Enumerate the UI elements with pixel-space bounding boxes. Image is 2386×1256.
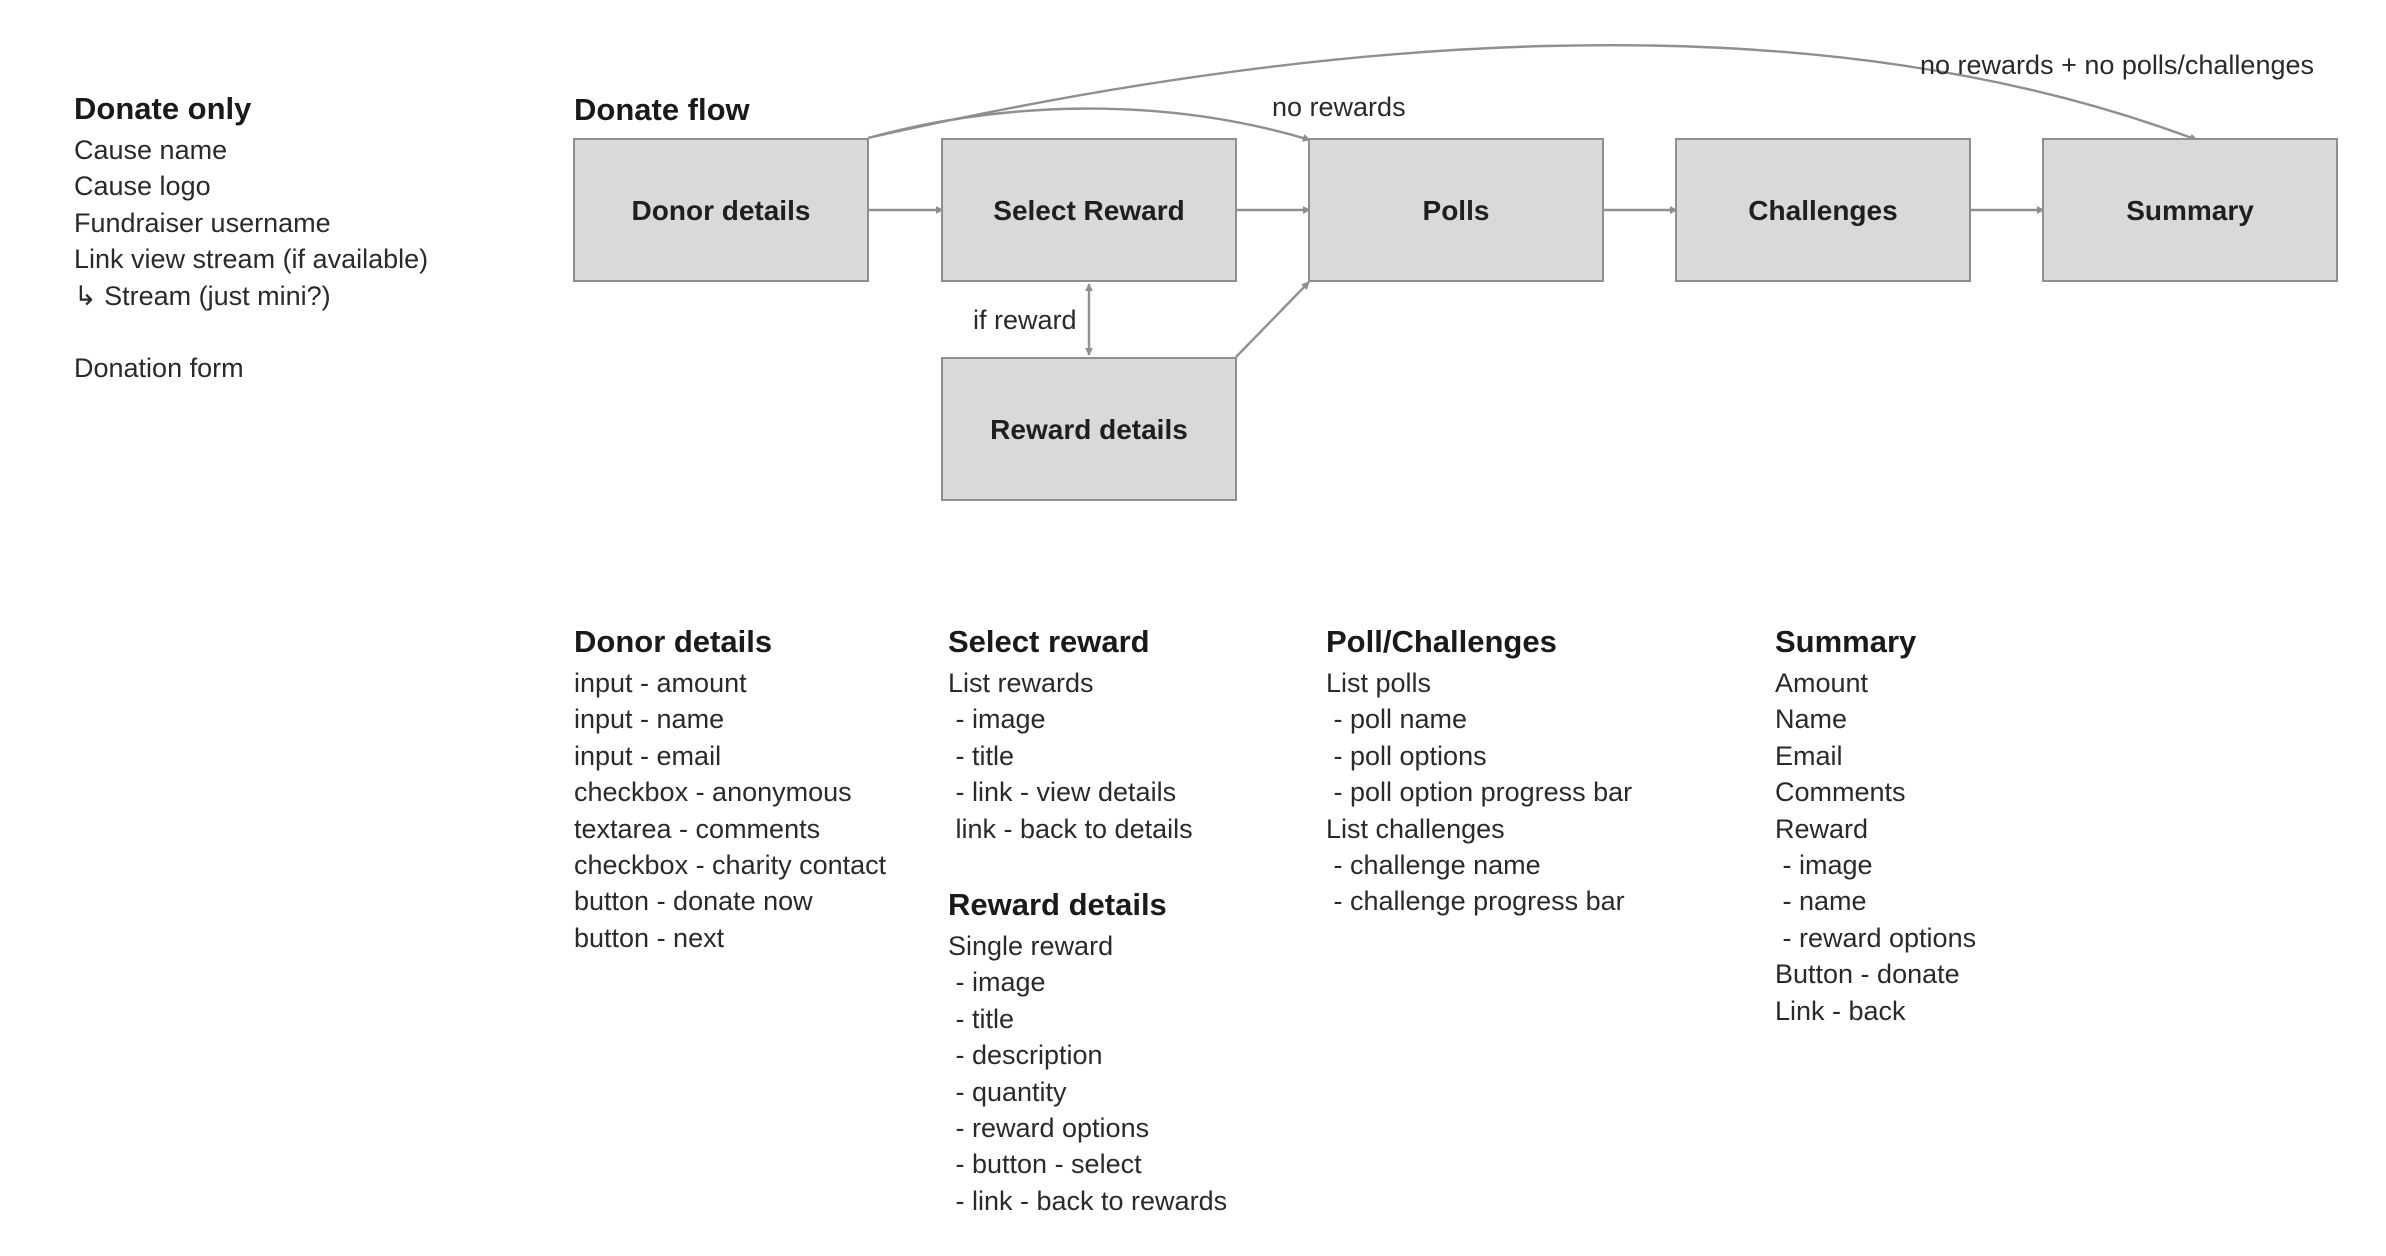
donate-flow-title: Donate flow	[574, 92, 751, 127]
spec-item: - link - view details	[948, 777, 1177, 808]
donate-only-title: Donate only	[74, 91, 252, 126]
spec-item: - reward options	[948, 1113, 1150, 1144]
donate-only-section: Donate only Cause name Cause logo Fundra…	[74, 90, 428, 386]
donate-only-item: Donation form	[74, 353, 244, 384]
spec-item: - description	[948, 1040, 1103, 1071]
spec-item: - name	[1775, 886, 1867, 917]
spec-item: - image	[1775, 850, 1873, 881]
spec-item: textarea - comments	[574, 813, 821, 844]
spec-reward-details: Reward details Single reward - image - t…	[948, 886, 1227, 1219]
spec-item: checkbox - anonymous	[574, 777, 852, 808]
spec-item: Single reward	[948, 931, 1114, 961]
edge-label-if-reward: if reward	[973, 305, 1077, 335]
spec-summary-title: Summary	[1775, 624, 1917, 659]
spec-item: checkbox - charity contact	[574, 850, 887, 881]
edge-label-no-rewards: no rewards	[1272, 92, 1406, 122]
spec-item: Name	[1775, 704, 1848, 735]
node-donor-details-label: Donor details	[632, 195, 811, 226]
spec-item: - title	[948, 1003, 1015, 1034]
spec-item: - poll name	[1326, 704, 1468, 735]
spec-item: Email	[1775, 740, 1843, 771]
spec-item: - image	[948, 704, 1046, 735]
spec-item: Amount	[1775, 668, 1869, 698]
donate-only-item: Link view stream (if available)	[74, 244, 429, 275]
edge-label-no-rewards-no-polls: no rewards + no polls/challenges	[1920, 50, 2314, 80]
spec-item: Link - back	[1775, 995, 1906, 1026]
edge-donor-to-summary-skip	[867, 43, 2198, 142]
donate-only-item: Cause logo	[74, 171, 211, 202]
spec-item: input - name	[574, 704, 725, 735]
spec-donor-details: Donor details input - amount input - nam…	[574, 623, 886, 956]
spec-item: List rewards	[948, 668, 1094, 698]
spec-item: Reward	[1775, 813, 1869, 844]
node-polls-label: Polls	[1423, 195, 1490, 226]
node-challenges-label: Challenges	[1748, 195, 1897, 226]
spec-reward-details-title: Reward details	[948, 887, 1167, 922]
spec-poll-challenges: Poll/Challenges List polls - poll name -…	[1326, 623, 1632, 920]
spec-item: link - back to details	[948, 813, 1193, 844]
spec-item: - button - select	[948, 1149, 1142, 1180]
node-reward-details-label: Reward details	[990, 414, 1188, 445]
spec-item: input - amount	[574, 668, 747, 698]
spec-select-reward: Select reward List rewards - image - tit…	[948, 623, 1193, 847]
donate-only-item: Fundraiser username	[74, 207, 331, 238]
spec-item: Comments	[1775, 777, 1906, 808]
spec-item: button - next	[574, 922, 725, 953]
donate-only-item: Cause name	[74, 135, 228, 165]
node-summary: Summary	[2042, 138, 2338, 282]
donate-only-item: ↳ Stream (just mini?)	[74, 280, 331, 311]
spec-item: - quantity	[948, 1076, 1067, 1107]
spec-item: List polls	[1326, 668, 1432, 698]
spec-item: - challenge name	[1326, 850, 1541, 881]
spec-item: - image	[948, 967, 1046, 998]
node-challenges: Challenges	[1675, 138, 1971, 282]
spec-item: - challenge progress bar	[1326, 886, 1625, 917]
spec-item: - reward options	[1775, 922, 1977, 953]
spec-item: - poll option progress bar	[1326, 777, 1633, 808]
spec-poll-challenges-title: Poll/Challenges	[1326, 624, 1557, 659]
spec-item: List challenges	[1326, 813, 1505, 844]
node-select-reward: Select Reward	[941, 138, 1237, 282]
node-polls: Polls	[1308, 138, 1604, 282]
node-select-reward-label: Select Reward	[993, 195, 1184, 226]
spec-summary: Summary Amount Name Email Comments Rewar…	[1775, 623, 1976, 1029]
spec-select-reward-title: Select reward	[948, 624, 1150, 659]
spec-item: - link - back to rewards	[948, 1185, 1228, 1216]
spec-item: input - email	[574, 740, 722, 771]
spec-item: Button - donate	[1775, 959, 1960, 990]
spec-item: button - donate now	[574, 886, 813, 917]
node-summary-label: Summary	[2126, 195, 2254, 226]
node-reward-details: Reward details	[941, 357, 1237, 501]
spec-donor-details-title: Donor details	[574, 624, 773, 659]
node-donor-details: Donor details	[573, 138, 869, 282]
spec-item: - title	[948, 740, 1015, 771]
spec-item: - poll options	[1326, 740, 1487, 771]
edge-reward-details-to-polls	[1235, 281, 1310, 358]
